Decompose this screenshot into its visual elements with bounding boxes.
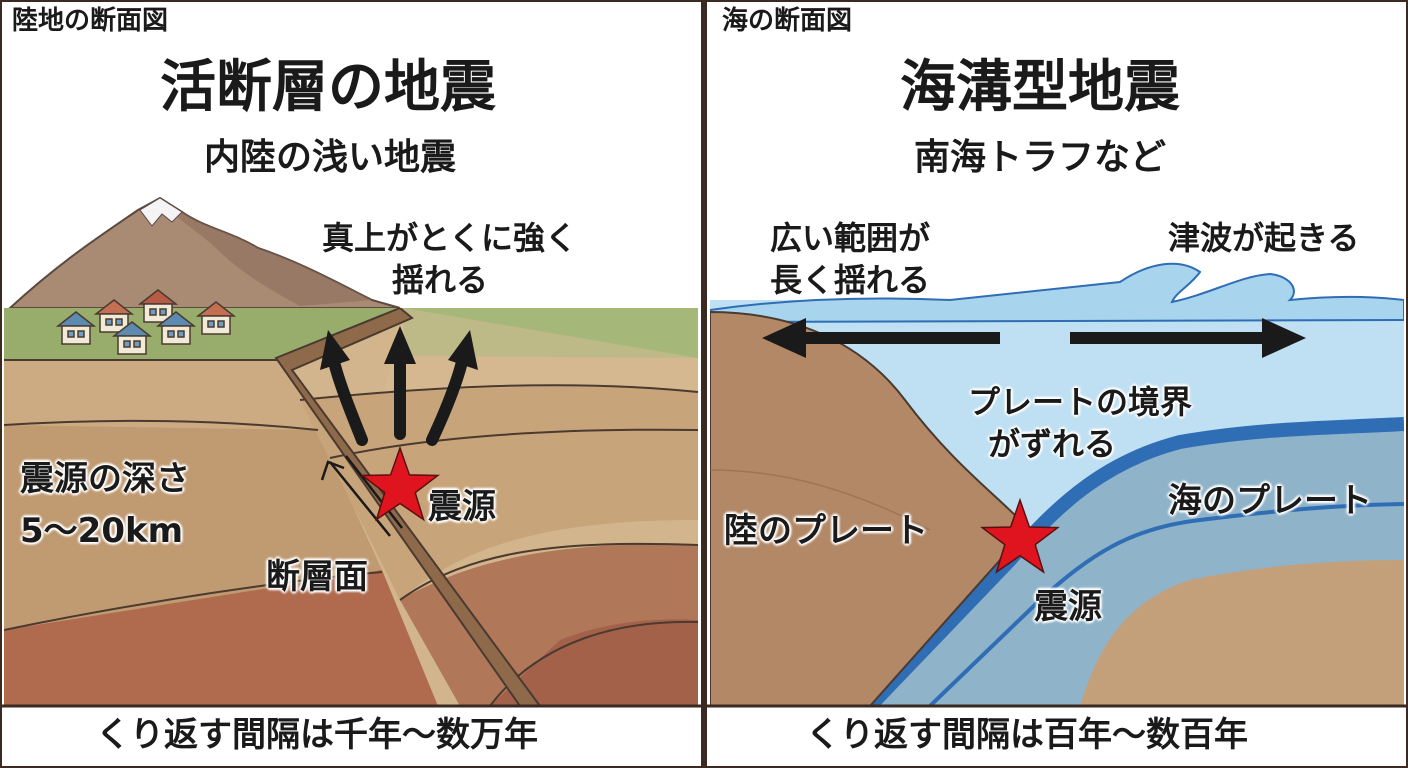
ocean-cross-section bbox=[710, 262, 1404, 706]
hypocenter-star-land bbox=[360, 445, 440, 522]
arrow-head-center bbox=[384, 326, 416, 364]
right-subtitle: 南海トラフなど bbox=[914, 137, 1167, 178]
depth-label-line1: 震源の深さ bbox=[20, 459, 190, 499]
fault-band bbox=[274, 308, 542, 706]
hypocenter-star-ocean bbox=[980, 497, 1060, 574]
arrow-head-left bbox=[320, 330, 350, 370]
left-subtitle: 内陸の浅い地震 bbox=[204, 137, 457, 178]
boundary-note-line2: がずれる bbox=[988, 425, 1117, 463]
land-plate-label: 陸のプレート bbox=[724, 511, 928, 551]
hypocenter-label-land: 震源 bbox=[428, 487, 496, 527]
wide-shaking-line1: 広い範囲が bbox=[770, 219, 931, 257]
right-title: 海溝型地震 bbox=[900, 55, 1180, 120]
hypocenter-label-ocean: 震源 bbox=[1034, 587, 1102, 627]
left-recurrence: くり返す間隔は千年〜数万年 bbox=[96, 715, 538, 755]
right-section-label: 海の断面図 bbox=[722, 6, 853, 36]
wide-shaking-line2: 長く揺れる bbox=[770, 261, 931, 299]
left-section-label: 陸地の断面図 bbox=[12, 6, 169, 36]
mountain-shade bbox=[160, 198, 372, 306]
shaking-note-line1: 真上がとくに強く bbox=[322, 219, 578, 257]
arrow-head-right bbox=[448, 330, 478, 370]
spread-arrows bbox=[762, 318, 1306, 358]
ocean-plate-label: 海のプレート bbox=[1168, 481, 1372, 521]
boundary-note-line1: プレートの境界 bbox=[968, 383, 1193, 421]
shaking-arrows bbox=[328, 352, 468, 446]
land-cross-section bbox=[4, 196, 698, 706]
right-recurrence: くり返す間隔は百年〜数百年 bbox=[806, 715, 1248, 755]
sea-surface bbox=[710, 262, 1404, 324]
village-houses bbox=[55, 289, 237, 355]
tsunami-note: 津波が起きる bbox=[1168, 219, 1360, 257]
mountain-snowcap bbox=[139, 197, 183, 227]
depth-label-line2: 5〜20km bbox=[20, 511, 184, 551]
shaking-note-line2: 揺れる bbox=[392, 261, 489, 299]
land-plate bbox=[710, 310, 1022, 706]
fault-plane-label: 断層面 bbox=[266, 557, 368, 597]
left-title: 活断層の地震 bbox=[160, 55, 496, 120]
fault-slip-arrows bbox=[320, 455, 403, 537]
